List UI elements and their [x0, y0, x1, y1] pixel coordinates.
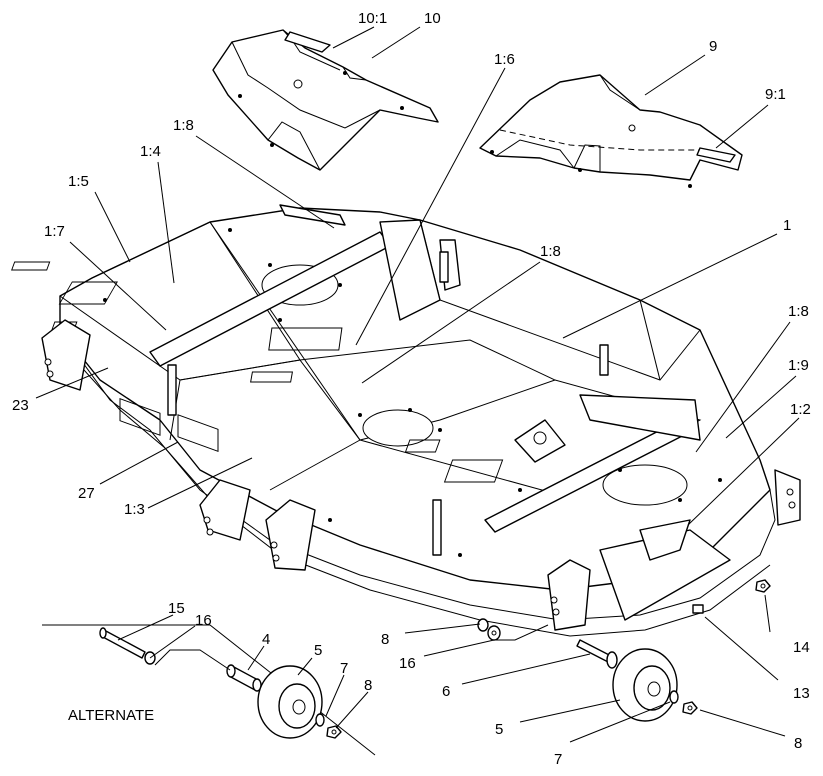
callout-7-left: 7	[340, 660, 348, 677]
callout-1-5: 1:5	[68, 173, 89, 190]
callout-23: 23	[12, 397, 29, 414]
callout-15: 15	[168, 600, 185, 617]
callout-10: 10	[424, 10, 441, 27]
callout-13: 13	[793, 685, 810, 702]
callout-1: 1	[783, 217, 791, 234]
callout-7-right: 7	[554, 751, 562, 768]
callout-6: 6	[442, 683, 450, 700]
callout-1-3: 1:3	[124, 501, 145, 518]
callout-1-4: 1:4	[140, 143, 161, 160]
callout-8-left: 8	[364, 677, 372, 694]
callout-8-mid: 8	[381, 631, 389, 648]
callout-labels: 10:1 10 1:6 9 9:1 1:8 1:4 1:5 1:7 1:8 1 …	[12, 10, 811, 768]
callout-16-left: 16	[195, 612, 212, 629]
baffle-part-9	[479, 74, 743, 188]
hardware-right	[477, 579, 771, 722]
callout-27: 27	[78, 485, 95, 502]
callout-16-mid: 16	[399, 655, 416, 672]
callout-5-right: 5	[495, 721, 503, 738]
callout-8-right: 8	[794, 735, 802, 752]
callout-1-6: 1:6	[494, 51, 515, 68]
callout-9-1: 9:1	[765, 86, 786, 103]
callout-1-8-top: 1:8	[173, 117, 194, 134]
baffle-part-10	[212, 29, 439, 171]
callout-1-2: 1:2	[790, 401, 811, 418]
callout-14: 14	[793, 639, 810, 656]
callout-10-1: 10:1	[358, 10, 387, 27]
callout-5-left: 5	[314, 642, 322, 659]
callout-1-8-right: 1:8	[788, 303, 809, 320]
alternate-label: ALTERNATE	[68, 707, 154, 724]
leader-lines	[35, 26, 800, 743]
callout-4: 4	[262, 631, 270, 648]
callout-9: 9	[709, 38, 717, 55]
callout-1-8-mid: 1:8	[540, 243, 561, 260]
mower-deck-housing-part-1	[11, 204, 801, 637]
alternate-caster-assembly	[42, 624, 376, 756]
callout-1-7: 1:7	[44, 223, 65, 240]
callout-1-9: 1:9	[788, 357, 809, 374]
